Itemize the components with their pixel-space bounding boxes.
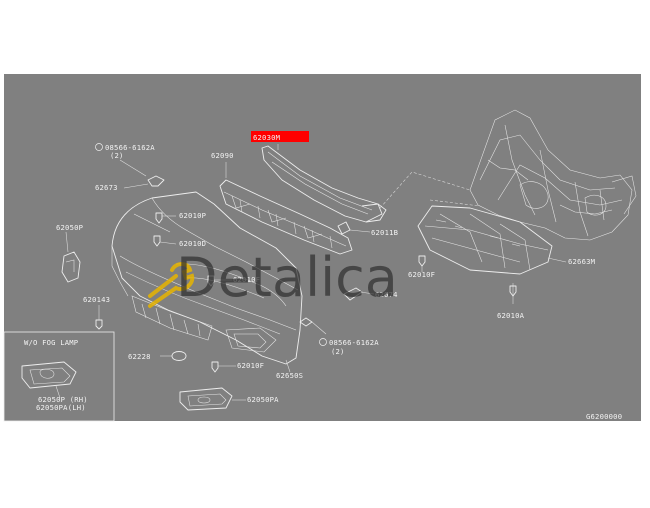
clip-62010A-icon — [509, 285, 517, 297]
screw-symbol-icon-bottom — [319, 338, 327, 346]
label-inset-lh: 62050PA(LH) — [36, 403, 86, 412]
energy-absorber-62090 — [219, 179, 353, 255]
label-62050P: 62050P — [56, 223, 83, 232]
label-62010F-low: 62010F — [237, 361, 264, 370]
clip-62010P-icon — [155, 212, 163, 224]
label-620143: 620143 — [83, 295, 110, 304]
inset-title: W/O FOG LAMP — [24, 338, 78, 347]
label-62228: 62228 — [128, 352, 151, 361]
wrench-logo-icon — [148, 262, 195, 308]
watermark: Detalica — [148, 246, 398, 309]
clip-620143-icon — [95, 319, 103, 330]
clip-62010F-right-icon — [418, 255, 426, 267]
inset-panel — [3, 331, 115, 422]
fog-cover-62050PA — [179, 387, 233, 411]
callout-labels: 62030M 08566-6162A (2) 62673 62090 62010… — [24, 133, 622, 421]
clip-62010F-mid-icon — [207, 275, 215, 287]
screw-symbol-icon-top — [95, 143, 103, 151]
bracket-62050P — [61, 251, 81, 283]
vehicle-frame-illustration — [379, 109, 637, 241]
label-62010A: 62010A — [497, 311, 525, 320]
clip-62010F-low-icon — [211, 361, 219, 373]
label-62010D: 62010D — [179, 239, 206, 248]
label-62011B: 62011B — [371, 228, 398, 237]
watermark-text: Detalica — [176, 246, 398, 309]
label-62663M: 62663M — [568, 257, 596, 266]
clip-62010D-icon — [153, 235, 161, 247]
label-62010F-right: 62010F — [408, 270, 435, 279]
label-62673: 62673 — [95, 183, 118, 192]
cap-62228-icon — [171, 351, 187, 361]
screw-top-icon — [147, 175, 165, 187]
undercover-62663M — [417, 205, 553, 275]
diagram-code: G6200000 — [586, 412, 622, 421]
bumper-reinforcement-62030M — [261, 145, 387, 223]
label-62010F-mid: 62010F — [233, 275, 260, 284]
label-62650S: 62650S — [276, 371, 303, 380]
label-62090: 62090 — [211, 151, 234, 160]
label-screw-bottom-qty: (2) — [331, 347, 345, 356]
bumper-fascia — [111, 191, 303, 365]
highlight-62030M — [251, 131, 309, 142]
label-screw-top: 08566-6162A — [105, 143, 155, 152]
label-62010P: 62010P — [179, 211, 206, 220]
label-highlighted-62030M: 62030M — [253, 133, 281, 142]
label-62050PA: 62050PA — [247, 395, 279, 404]
bracket-62674 — [343, 287, 363, 301]
label-62674: 62674 — [375, 290, 398, 299]
label-inset-rh: 62050P (RH) — [38, 395, 88, 404]
label-screw-top-qty: (2) — [110, 151, 124, 160]
label-screw-bottom: 08566-6162A — [329, 338, 379, 347]
